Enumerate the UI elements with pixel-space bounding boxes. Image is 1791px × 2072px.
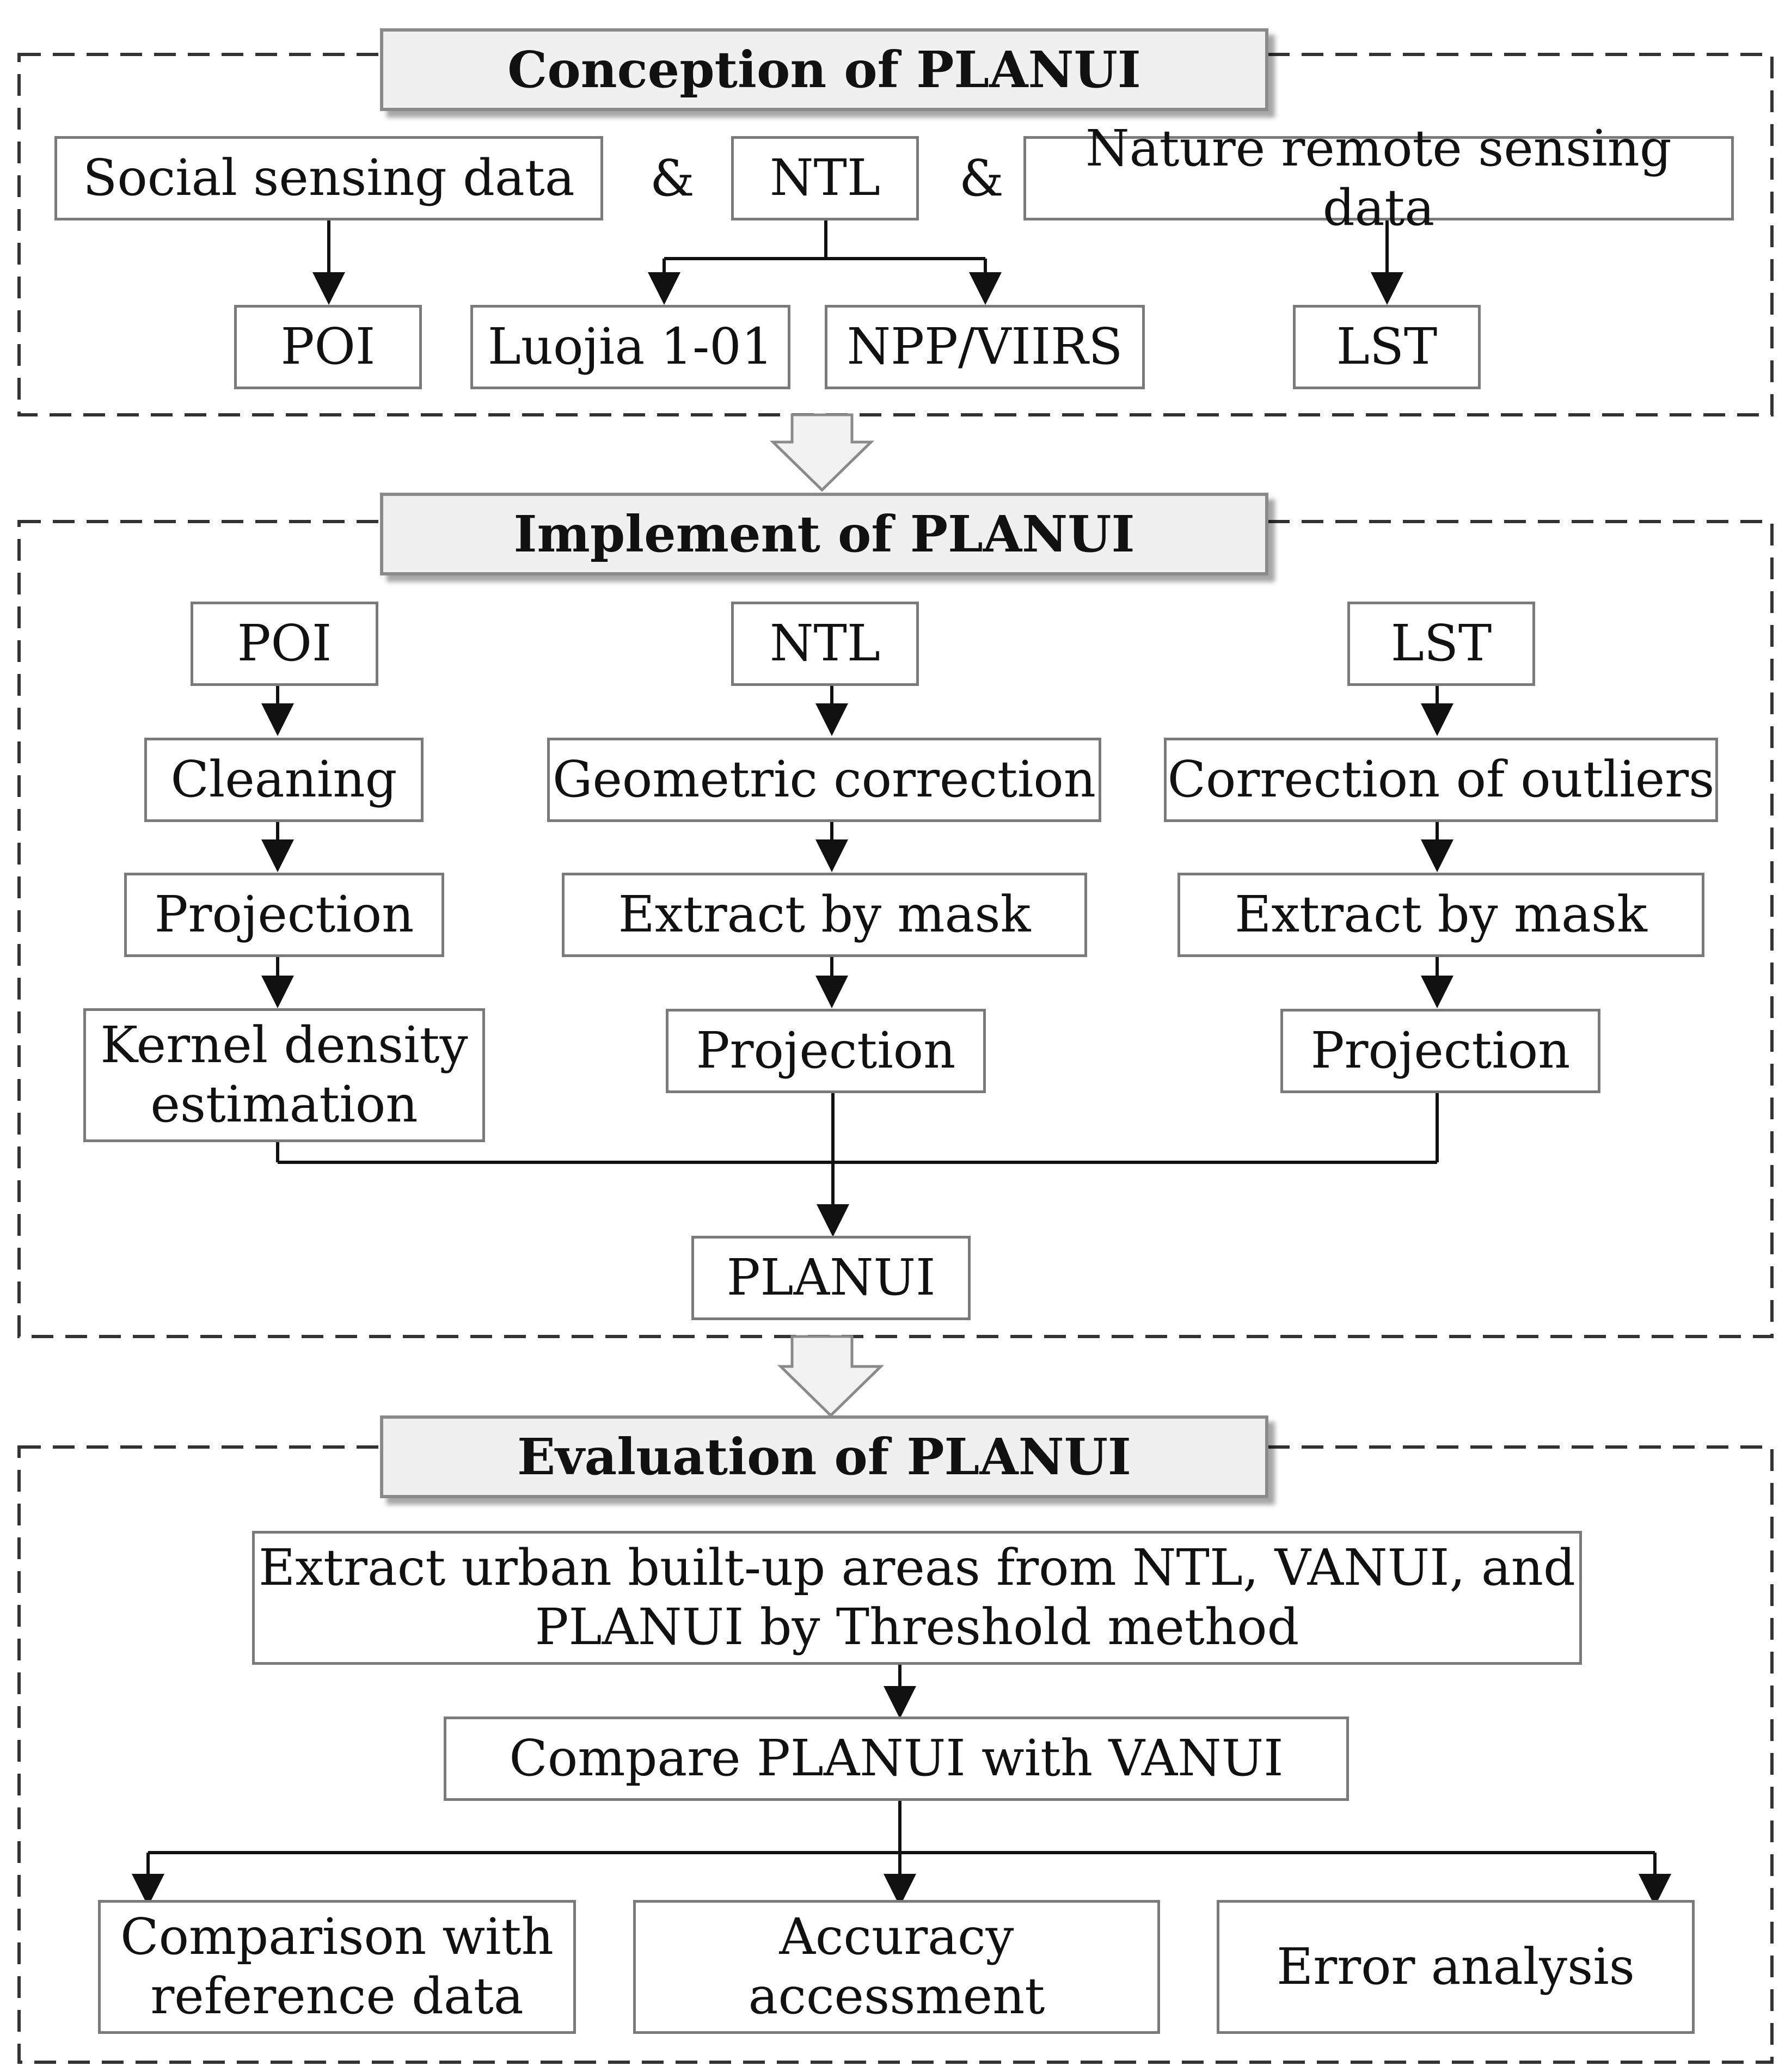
lst-projection-box: Projection	[1280, 1009, 1600, 1093]
poi-input-box: POI	[191, 602, 378, 686]
planui-result-box: PLANUI	[691, 1236, 971, 1320]
conception-title: Conception of PLANUI	[380, 28, 1268, 111]
implement-frame	[17, 520, 1774, 1338]
section-arrow-2	[777, 1335, 885, 1418]
section-arrow-1	[769, 413, 875, 492]
npp-viirs-box: NPP/VIIRS	[825, 305, 1145, 389]
ntl-projection-box: Projection	[666, 1009, 986, 1093]
lst-input-box: LST	[1347, 602, 1535, 686]
nature-remote-sensing-data-box: Nature remote sensing data	[1023, 119, 1734, 237]
luojia-box: Luojia 1-01	[470, 305, 790, 389]
compare-planui-vanui-box: Compare PLANUI with VANUI	[444, 1717, 1349, 1801]
poi-projection-box: Projection	[124, 873, 444, 957]
correction-of-outliers-box: Correction of outliers	[1164, 738, 1718, 822]
ntl-input-box: NTL	[731, 602, 919, 686]
accuracy-assessment-box: Accuracy accessment	[633, 1900, 1160, 2034]
social-sensing-data-box: Social sensing data	[54, 136, 603, 220]
lst-product-box: LST	[1293, 305, 1481, 389]
ampersand-2: &	[959, 149, 1004, 207]
conception-frame	[17, 53, 1774, 416]
implement-title: Implement of PLANUI	[380, 493, 1268, 575]
evaluation-title: Evaluation of PLANUI	[380, 1415, 1268, 1498]
comparison-reference-box: Comparison with reference data	[98, 1900, 576, 2034]
evaluation-frame	[17, 1445, 1774, 2064]
geometric-correction-box: Geometric correction	[547, 738, 1101, 822]
lst-extract-by-mask-box: Extract by mask	[1177, 873, 1704, 957]
extract-built-up-areas-box: Extract urban built-up areas from NTL, V…	[252, 1531, 1582, 1665]
ampersand-1: &	[650, 149, 695, 207]
cleaning-box: Cleaning	[144, 738, 424, 822]
ntl-source-box: NTL	[731, 136, 919, 220]
ntl-extract-by-mask-box: Extract by mask	[562, 873, 1087, 957]
poi-product-box: POI	[234, 305, 422, 389]
kernel-density-box: Kernel density estimation	[83, 1008, 485, 1142]
error-analysis-box: Error analysis	[1217, 1900, 1695, 2034]
